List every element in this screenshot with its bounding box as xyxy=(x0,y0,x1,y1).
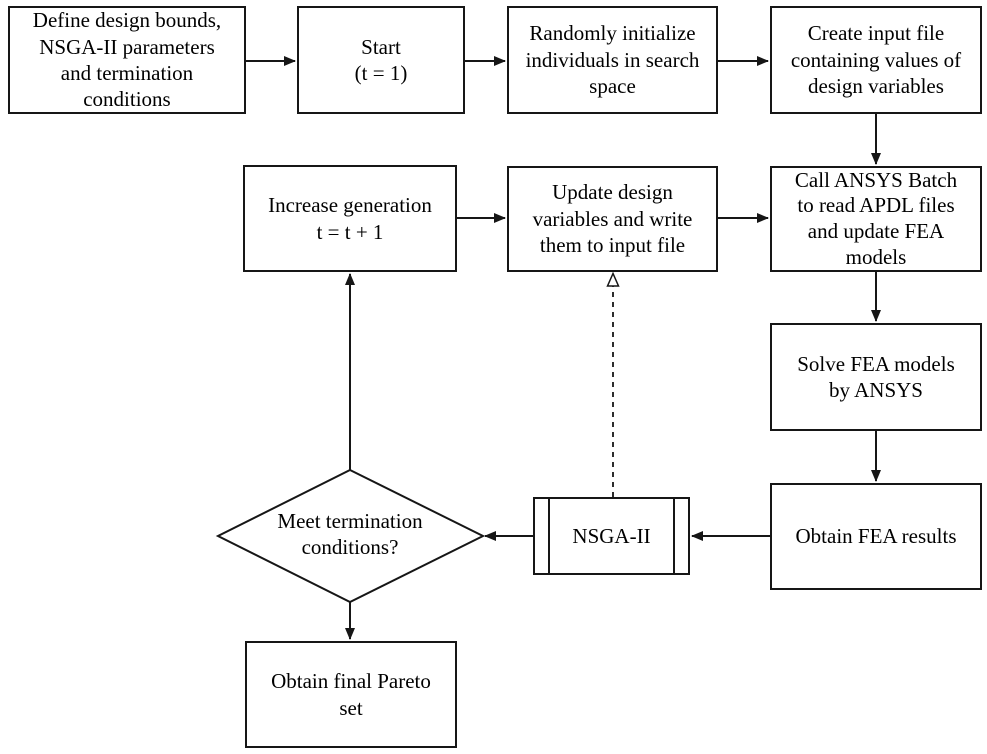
node-update-design-label: Update design variables and write them t… xyxy=(532,180,693,258)
node-increase-generation: Increase generation t = t + 1 xyxy=(243,165,457,272)
node-increase-generation-label: Increase generation t = t + 1 xyxy=(268,193,432,244)
node-solve-fea: Solve FEA models by ANSYS xyxy=(770,323,982,431)
node-pareto: Obtain final Pareto set xyxy=(245,641,457,748)
node-nsga2-label: NSGA-II xyxy=(572,523,651,548)
node-random-init-label: Randomly initialize individuals in searc… xyxy=(525,21,700,99)
node-solve-fea-label: Solve FEA models by ANSYS xyxy=(797,351,955,402)
open-arrowhead xyxy=(606,271,620,287)
predefined-process-bar-right xyxy=(673,499,675,573)
node-define-bounds-label: Define design bounds, NSGA-II parameters… xyxy=(32,8,222,112)
node-call-ansys-label: Call ANSYS Batch to read APDL files and … xyxy=(794,167,958,269)
node-create-input-label: Create input file containing values of d… xyxy=(790,21,962,99)
node-obtain-results: Obtain FEA results xyxy=(770,483,982,590)
node-nsga2: NSGA-II xyxy=(533,497,690,575)
node-obtain-results-label: Obtain FEA results xyxy=(795,524,957,549)
node-update-design: Update design variables and write them t… xyxy=(507,166,718,272)
node-pareto-label: Obtain final Pareto set xyxy=(271,669,431,720)
node-create-input: Create input file containing values of d… xyxy=(770,6,982,114)
node-define-bounds: Define design bounds, NSGA-II parameters… xyxy=(8,6,246,114)
node-call-ansys: Call ANSYS Batch to read APDL files and … xyxy=(770,166,982,272)
node-termination-label: Meet termination conditions? xyxy=(277,509,423,560)
node-start-label: Start (t = 1) xyxy=(354,34,408,85)
predefined-process-bar-left xyxy=(548,499,550,573)
node-random-init: Randomly initialize individuals in searc… xyxy=(507,6,718,114)
node-start: Start (t = 1) xyxy=(297,6,465,114)
